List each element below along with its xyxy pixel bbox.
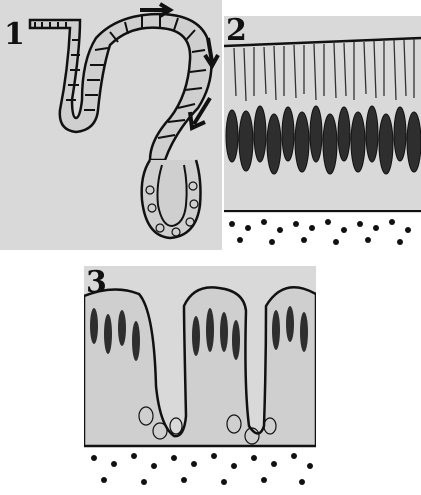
surface-line [224, 38, 421, 46]
villi-drawing [84, 266, 316, 495]
folded-tube-drawing [0, 0, 222, 250]
connective-tissue-band [224, 213, 421, 250]
tube-outer-outline [30, 14, 212, 160]
panel-3: 3 [84, 266, 316, 495]
panel-1: 1 [0, 0, 222, 250]
panel-number: 2 [226, 16, 247, 46]
cell-nuclei-layer [226, 106, 421, 174]
panel-2: 2 [224, 16, 421, 250]
connective-tissue-band [84, 446, 316, 495]
panel-number: 3 [86, 268, 107, 298]
epithelium-outline [84, 287, 316, 446]
cilia-strands [234, 39, 414, 101]
panel-number: 1 [4, 20, 25, 50]
columnar-epithelium-drawing [224, 16, 421, 250]
